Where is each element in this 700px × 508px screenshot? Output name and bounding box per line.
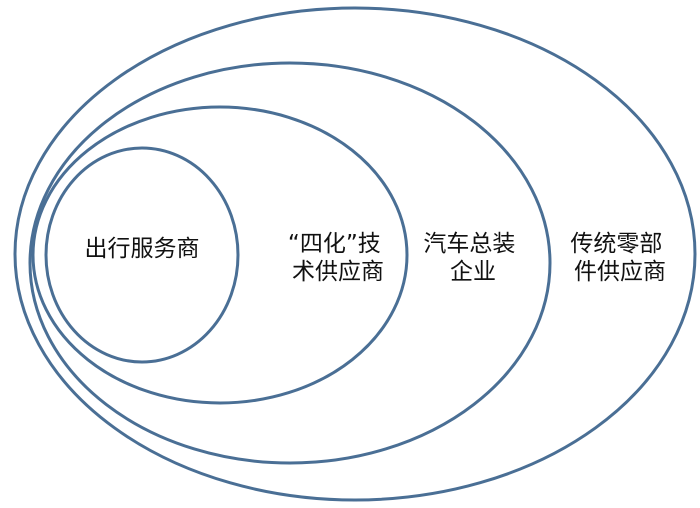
- ring-four-modernizations-tech-suppliers: [31, 105, 409, 405]
- ring-mobility-service-providers: [44, 146, 240, 364]
- ring-traditional-parts-suppliers: [13, 6, 697, 502]
- label-vehicle-assembly-companies: 汽车总装 企业: [423, 231, 522, 285]
- label-mobility-service-providers: 出行服务商: [85, 236, 200, 262]
- ring-vehicle-assembly-companies: [28, 61, 552, 465]
- label-traditional-parts-suppliers: 传统零部 件供应商: [570, 231, 669, 285]
- label-four-modernizations-tech-suppliers: “四化”技 术供应商: [288, 231, 388, 285]
